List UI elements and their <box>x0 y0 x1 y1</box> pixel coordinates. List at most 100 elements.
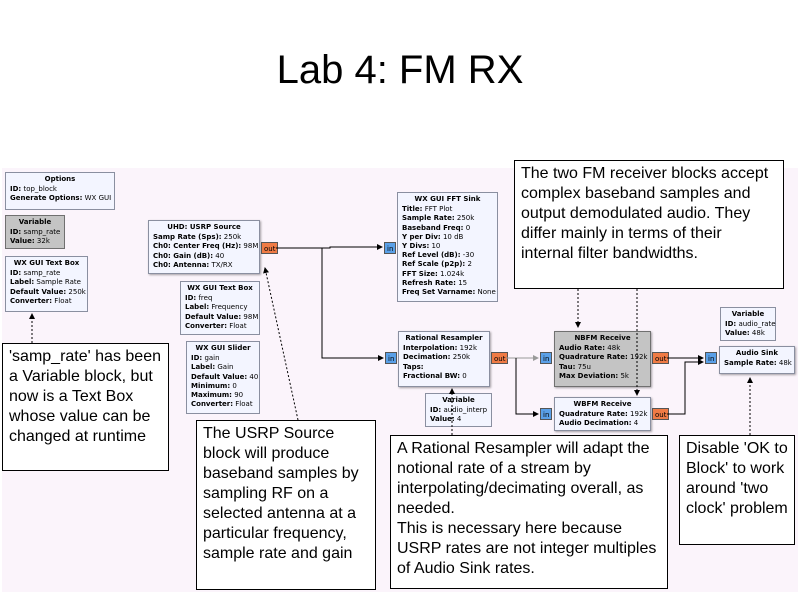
param-key: Label: <box>185 303 210 312</box>
param-value: 48k <box>749 329 765 338</box>
block-param: ID: gain <box>191 354 255 363</box>
param-value: TX/RX <box>209 260 233 269</box>
param-key: Ch0: Gain (dB): <box>153 251 214 260</box>
block-param: Ref Level (dB): -30 <box>402 251 493 260</box>
param-value: 48k <box>776 359 792 368</box>
block-param: Label: Sample Rate <box>10 278 83 287</box>
param-value: 192k <box>627 410 648 419</box>
param-key: ID: <box>10 228 22 237</box>
block-title: WX GUI Text Box <box>187 284 253 292</box>
block-param: ID: audio_interp <box>430 406 487 415</box>
param-value: 5k <box>618 371 629 380</box>
resampler-out-port[interactable]: out <box>491 352 509 364</box>
block-title: WX GUI Slider <box>195 344 251 352</box>
param-value: 250k <box>450 353 471 362</box>
block-param: Taps: <box>403 363 485 372</box>
block-param: ID: top_block <box>10 185 110 194</box>
block-title: UHD: USRP Source <box>167 223 241 231</box>
param-key: ID: <box>725 320 737 329</box>
param-key: Ch0: Center Freq (Hz): <box>153 242 242 251</box>
block-title: Variable <box>731 310 765 318</box>
param-key: Interpolation: <box>403 344 458 353</box>
block-title: NBFM Receive <box>574 334 631 342</box>
param-key: Quadrature Rate: <box>559 353 628 362</box>
block-param: Converter: Float <box>191 400 255 409</box>
block-title: Options <box>44 175 76 183</box>
param-value: None <box>475 288 496 297</box>
block-param: Ch0: Gain (dB): 40 <box>153 252 255 261</box>
param-value: WX GUI <box>82 194 112 203</box>
param-value: 250k <box>221 233 242 242</box>
block-param: Sample Rate: 250k <box>402 214 493 223</box>
param-value: 40 <box>247 372 259 381</box>
param-value: -30 <box>460 251 475 260</box>
wbfm-out-port[interactable]: out <box>652 408 670 420</box>
slide-title: Lab 4: FM RX <box>276 48 524 92</box>
block-param: Ch0: Center Freq (Hz): 98M <box>153 242 258 251</box>
nbfm-in-port[interactable]: in <box>540 352 553 364</box>
param-value: 192k <box>627 353 648 362</box>
block-param: Max Deviation: 5k <box>559 372 646 381</box>
block-param: Generate Options: WX GUI <box>10 194 112 203</box>
fft-in-port[interactable]: in <box>384 242 397 254</box>
block-param: Default Value: 250k <box>10 288 86 297</box>
block-param: Default Value: 98M <box>185 313 258 322</box>
block-param: ID: audio_rate <box>725 320 776 329</box>
param-key: FFT Size: <box>402 269 438 278</box>
block-param: ID: freq <box>185 294 255 303</box>
block-param: Decimation: 250k <box>403 353 485 362</box>
param-key: Y Divs: <box>402 242 430 251</box>
param-value: Frequency <box>209 303 248 312</box>
param-key: Ref Scale (p2p): <box>402 260 466 269</box>
param-value: freq <box>196 294 213 303</box>
usrp-out-port[interactable]: out <box>261 242 279 254</box>
block-param: Ref Scale (p2p): 2 <box>402 260 493 269</box>
param-key: Title: <box>402 205 423 214</box>
param-key: Default Value: <box>191 372 248 381</box>
resampler-in-port[interactable]: in <box>385 352 398 364</box>
wbfm-in-port[interactable]: in <box>540 408 553 420</box>
block-param: Samp Rate (Sps): 250k <box>153 233 255 242</box>
audio-sink-in-port[interactable]: in <box>705 352 718 364</box>
param-value: 250k <box>454 214 475 223</box>
block-param: ID: samp_rate <box>10 228 60 237</box>
param-key: Baseband Freq: <box>402 223 464 232</box>
block-title: Variable <box>18 218 52 226</box>
block-param: Baseband Freq: 0 <box>402 224 493 233</box>
block-param: Label: Frequency <box>185 303 255 312</box>
param-key: Converter: <box>185 321 228 330</box>
block-param: Sample Rate: 48k <box>724 359 792 368</box>
param-value: samp_rate <box>21 269 61 278</box>
param-key: Ref Level (dB): <box>402 251 461 260</box>
param-key: ID: <box>10 269 22 278</box>
param-key: ID: <box>430 406 442 415</box>
param-value: 75u <box>575 362 591 371</box>
param-value: Float <box>233 400 253 409</box>
block-param: Converter: Float <box>10 297 83 306</box>
ok-to-block-note: Disable 'OK to Block' to work around 'tw… <box>679 435 795 545</box>
param-value: 15 <box>455 278 468 287</box>
param-key: Converter: <box>10 296 53 305</box>
block-param: Value: 48k <box>725 329 771 338</box>
param-value: 90 <box>231 391 244 400</box>
param-value: 0 <box>463 223 471 232</box>
block-param: Ch0: Antenna: TX/RX <box>153 261 255 270</box>
param-key: Quadrature Rate: <box>559 410 628 419</box>
param-key: Label: <box>10 278 35 287</box>
block-param: Fractional BW: 0 <box>403 372 485 381</box>
nbfm-out-port[interactable]: out <box>652 352 670 364</box>
param-key: Value: <box>10 237 35 246</box>
